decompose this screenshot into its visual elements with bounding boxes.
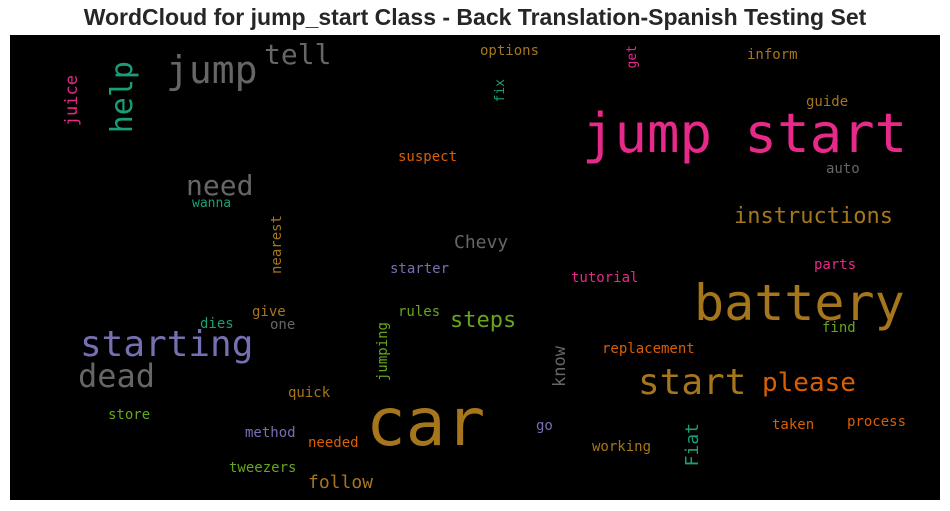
word-chevy: Chevy (454, 232, 509, 253)
word-suspect: suspect (398, 149, 458, 165)
word-auto: auto (826, 161, 860, 177)
word-store: store (108, 407, 151, 423)
word-inform: inform (747, 47, 798, 63)
word-battery: battery (694, 274, 905, 332)
word-find: find (822, 320, 856, 336)
word-taken: taken (772, 417, 815, 433)
word-dead: dead (78, 357, 156, 395)
word-tweezers: tweezers (229, 460, 297, 476)
word-please: please (762, 368, 856, 398)
chart-title: WordCloud for jump_start Class - Back Tr… (83, 4, 867, 30)
word-give: give (252, 304, 286, 320)
word-jump: jump (166, 48, 258, 92)
word-working: working (592, 439, 652, 455)
word-know: know (550, 346, 570, 387)
word-tutorial: tutorial (571, 270, 639, 286)
word-rules: rules (398, 304, 441, 320)
word-juice: juice (62, 75, 82, 127)
word-wanna: wanna (192, 196, 232, 211)
word-process: process (847, 414, 907, 430)
word-tell: tell (264, 38, 332, 71)
word-parts: parts (814, 257, 857, 273)
word-quick: quick (288, 385, 331, 401)
word-method: method (245, 425, 296, 441)
word-dies: dies (200, 316, 234, 332)
word-needed: needed (308, 435, 359, 451)
word-help: help (105, 61, 140, 134)
word-fiat: Fiat (682, 423, 703, 467)
word-replacement: replacement (602, 341, 695, 357)
word-get: get (625, 45, 640, 69)
word-nearest: nearest (269, 215, 285, 275)
word-one: one (270, 317, 296, 333)
word-fix: fix (493, 79, 508, 103)
word-follow: follow (308, 472, 374, 493)
word-jumping: jumping (375, 322, 391, 382)
word-instructions: instructions (734, 204, 893, 229)
word-options: options (480, 43, 540, 59)
word-steps: steps (450, 308, 517, 333)
word-start: start (638, 362, 747, 403)
word-starter: starter (390, 261, 450, 277)
word-guide: guide (806, 94, 849, 110)
word-starting: starting (80, 324, 254, 365)
word-need: need (186, 169, 254, 202)
word-jump-start: jump start (582, 102, 908, 165)
word-car: car (366, 384, 486, 461)
wordcloud-canvas: jump start car battery starting start jump dea… (10, 35, 940, 500)
word-go: go (536, 418, 553, 434)
